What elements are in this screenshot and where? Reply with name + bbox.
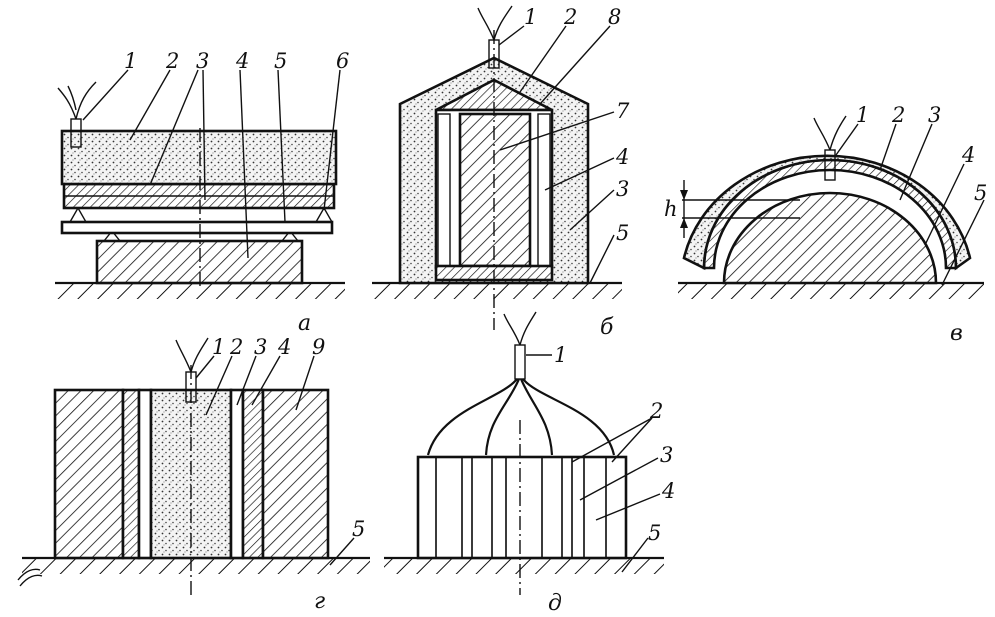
layer-4-right-g	[241, 388, 265, 560]
label-b-1: 1	[524, 5, 537, 29]
label-v-5: 5	[974, 181, 987, 205]
dome-4-v	[722, 191, 938, 285]
lead-d-1	[426, 378, 518, 456]
label-a-4: 4	[235, 49, 249, 73]
ground-a	[55, 283, 345, 299]
caption-b: б	[600, 315, 614, 340]
lead-d-2	[484, 378, 521, 456]
label-g-4: 4	[277, 335, 291, 359]
label-a-5: 5	[274, 49, 287, 73]
label-b-7: 7	[616, 99, 630, 123]
layer-3-left-g	[137, 388, 153, 560]
block-9-right-g	[261, 388, 330, 560]
assembly-frame-d	[416, 455, 628, 560]
label-g-5: 5	[352, 517, 365, 541]
block-9-left-g	[53, 388, 125, 560]
lead-d-4	[522, 378, 616, 456]
label-b-3: 3	[616, 177, 629, 201]
plate-5-a	[60, 220, 334, 235]
label-a-1: 1	[124, 49, 137, 73]
heater-2-v	[682, 154, 972, 271]
connector-1-d	[514, 344, 526, 380]
ground-v	[678, 283, 984, 299]
block-7-b	[458, 112, 532, 268]
label-a-3: 3	[196, 49, 209, 73]
diagram-v: 1 2 3 4 5 h в	[664, 103, 987, 346]
label-d-2: 2	[649, 399, 663, 423]
caption-a: а	[298, 311, 311, 336]
label-g-1: 1	[212, 335, 225, 359]
layer-4-left-g	[121, 388, 141, 560]
ground-g	[22, 558, 370, 574]
heater-2-a	[60, 129, 338, 186]
label-d-4: 4	[661, 479, 675, 503]
diagram-g: 1 2 3 4 9 5 г	[17, 335, 370, 614]
label-v-2: 2	[891, 103, 905, 127]
ground-d	[384, 558, 664, 574]
label-d-1: 1	[554, 343, 567, 367]
ground-b	[372, 283, 622, 299]
label-b-8: 8	[608, 5, 621, 29]
lead-d-3	[519, 378, 554, 456]
layer-3-right-g	[229, 388, 245, 560]
caption-g: г	[314, 589, 325, 614]
diagram-a: 1 2 3 4 5 6 а	[55, 49, 349, 336]
label-v-4: 4	[961, 143, 975, 167]
label-b-2: 2	[563, 5, 577, 29]
label-a-2: 2	[165, 49, 179, 73]
label-d-5: 5	[648, 521, 661, 545]
diagram-d: 1 2 3 4 5 д	[384, 311, 675, 616]
label-v-3: 3	[928, 103, 941, 127]
caption-d: д	[548, 591, 562, 616]
label-b-5: 5	[616, 221, 629, 245]
label-a-6: 6	[336, 49, 349, 73]
label-b-4: 4	[615, 145, 629, 169]
label-g-3: 3	[254, 335, 267, 359]
label-v-h: h	[664, 197, 678, 221]
label-v-1: 1	[856, 103, 869, 127]
diagram-b: 1 2 8 7 4 3 5 б	[372, 5, 630, 340]
label-g-2: 2	[229, 335, 243, 359]
label-g-9: 9	[312, 335, 325, 359]
caption-v: в	[950, 321, 963, 346]
label-d-3: 3	[660, 443, 673, 467]
